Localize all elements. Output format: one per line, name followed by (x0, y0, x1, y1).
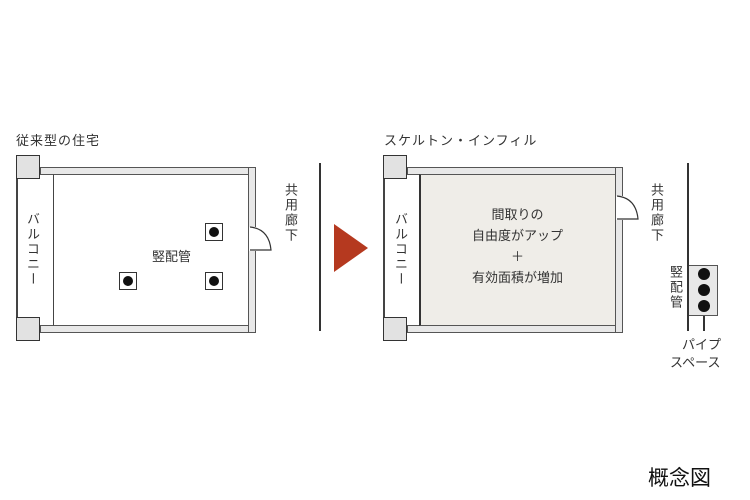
pipe-icon (698, 268, 710, 280)
column-top (383, 155, 407, 179)
column-top (16, 155, 40, 179)
door-icon (616, 195, 639, 220)
right-corridor-line (687, 163, 689, 331)
column-bottom (16, 317, 40, 341)
left-pipe-label: 竪配管 (152, 250, 192, 265)
bottom-wall (40, 325, 256, 333)
right-pipe-label: 竪配管 (667, 265, 682, 310)
pipe-icon (205, 223, 223, 241)
room-interior (419, 174, 616, 326)
benefit-text: 間取りの 自由度がアップ ＋ 有効面積が増加 (420, 205, 615, 289)
diagram-caption: 概念図 (648, 466, 711, 490)
benefit-plus: ＋ (510, 250, 524, 265)
column-bottom (383, 317, 407, 341)
pipe-icon (119, 272, 137, 290)
door-icon (249, 226, 272, 251)
skeleton-infill-floorplan (383, 155, 639, 341)
left-corridor-label: 共用廊下 (282, 183, 297, 243)
pipe-space-label-2: スペース (670, 356, 721, 371)
right-balcony-label: バルコニー (392, 212, 407, 287)
left-balcony-label: バルコニー (24, 212, 39, 287)
left-corridor-line (319, 163, 321, 331)
left-panel-title: 従来型の住宅 (16, 134, 101, 149)
bottom-wall (407, 325, 623, 333)
pipe-icon (698, 284, 710, 296)
benefit-line-1: 間取りの (491, 208, 544, 223)
conventional-floorplan (16, 155, 272, 341)
right-wall (615, 167, 623, 333)
pipe-icon (698, 300, 710, 312)
pipe-space-leader-line (703, 316, 705, 331)
right-corridor-label: 共用廊下 (648, 183, 663, 243)
balcony-outer-line (16, 167, 18, 333)
pipe-space-label-1: パイプ (682, 338, 722, 353)
room-interior (53, 174, 249, 326)
balcony-outer-line (383, 167, 385, 333)
benefit-line-2: 自由度がアップ (471, 229, 563, 244)
benefit-line-3: 有効面積が増加 (471, 271, 563, 286)
triangle-right-icon (334, 224, 368, 272)
pipe-icon (205, 272, 223, 290)
right-panel-title: スケルトン・インフィル (384, 134, 538, 149)
